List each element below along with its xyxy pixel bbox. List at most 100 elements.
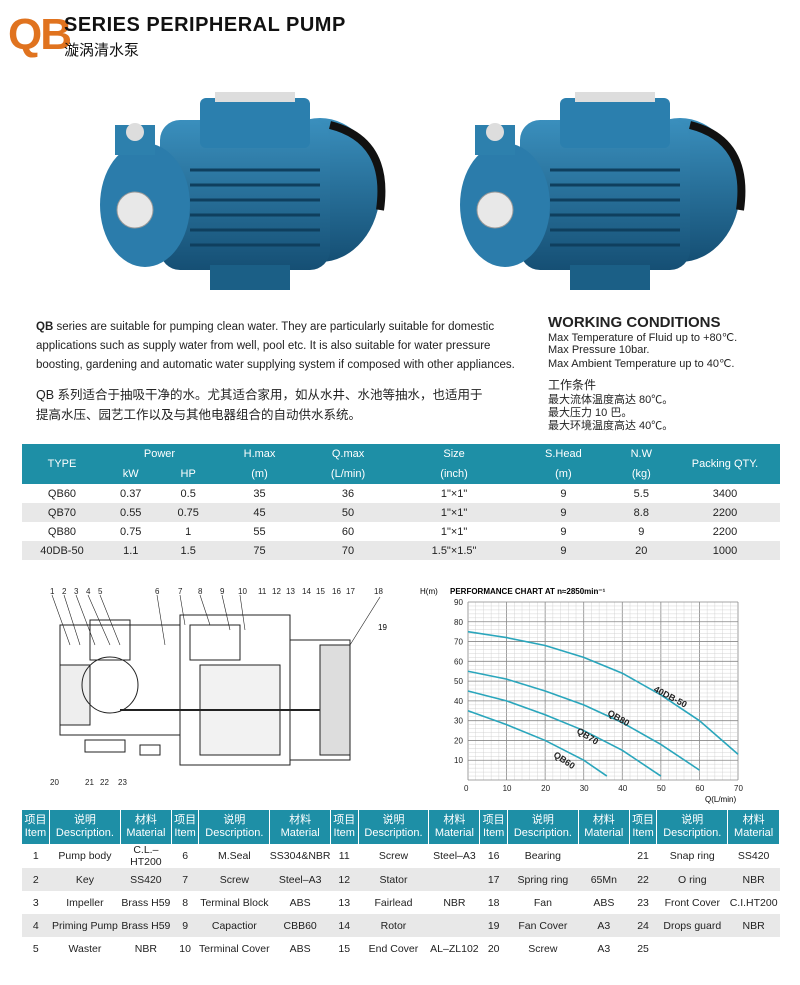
callout-9: 9 <box>220 587 225 596</box>
wc-cn-line-2: 最大压力 10 巴。 <box>548 407 633 419</box>
cell <box>728 937 780 960</box>
cell: 8.8 <box>612 503 670 522</box>
cell: 9 <box>514 541 613 560</box>
th-hmax: H.max <box>216 444 303 464</box>
cell: 17 <box>479 868 508 891</box>
cell: Snap ring <box>669 850 715 862</box>
callout-11: 11 <box>258 587 267 596</box>
cell: ABS <box>289 896 311 909</box>
cell: C.L.–HT200 <box>130 844 162 868</box>
cell: SS420 <box>120 868 172 891</box>
callout-14: 14 <box>302 587 311 596</box>
cell: NBR <box>727 914 780 937</box>
callout-20: 20 <box>50 778 59 787</box>
cell: Terminal Cover <box>199 942 270 955</box>
cell: SS304&NBR <box>269 850 331 862</box>
cell: 0.75 <box>120 525 142 538</box>
cell: ABS <box>593 896 615 909</box>
y-tick-label: 30 <box>454 717 463 726</box>
cell: Pump body <box>58 850 112 862</box>
cell: 2 <box>22 868 50 891</box>
cell: 8 <box>182 896 189 909</box>
cell: Fairlead <box>374 896 413 909</box>
cell: 65Mn <box>578 868 630 891</box>
desc-cn-line-2: 提高水压、园艺工作以及与其他电器组合的自动供水系统。 <box>36 408 362 422</box>
cell: CBB60 <box>269 914 331 937</box>
cell <box>428 868 480 891</box>
callout-15: 15 <box>316 587 325 596</box>
cell: 1 <box>32 850 39 862</box>
cell: NBR <box>727 868 780 891</box>
cell: Spring ring <box>507 868 579 891</box>
callout-6: 6 <box>155 587 160 596</box>
cell: 22 <box>629 868 657 891</box>
callout-21: 21 <box>85 778 94 787</box>
cell <box>657 937 728 960</box>
cell: 9 <box>560 487 567 500</box>
series-title: SERIES PERIPHERAL PUMP <box>64 14 346 36</box>
cell: 5.5 <box>633 487 649 500</box>
cell: 0.55 <box>102 503 160 522</box>
y-tick-label: 90 <box>454 598 463 607</box>
cell: 1000 <box>670 541 780 560</box>
series-line-QB80 <box>467 670 700 771</box>
callout-7: 7 <box>178 587 183 596</box>
cell: ABS <box>289 942 311 955</box>
cell: Stator <box>358 868 429 891</box>
cell: Screw <box>198 868 270 891</box>
cell: 19 <box>479 914 508 937</box>
cell <box>428 914 480 937</box>
cell: 40DB-50 <box>22 541 102 560</box>
th-shead-unit: (m) <box>514 464 613 484</box>
cell: 0.37 <box>120 487 142 500</box>
cell: Fan <box>533 896 552 909</box>
cell <box>578 844 629 868</box>
callout-22: 22 <box>100 778 109 787</box>
cell: QB60 <box>47 487 77 500</box>
x-tick-label: 60 <box>695 784 704 793</box>
cell: Screw <box>378 850 409 862</box>
x-tick-label: 50 <box>657 784 666 793</box>
x-tick-label: 70 <box>734 784 743 793</box>
th-hp: HP <box>159 464 217 484</box>
callout-1: 1 <box>50 587 55 596</box>
th-qmax-unit: (L/min) <box>302 464 394 484</box>
cell: 12 <box>330 868 359 891</box>
callout-2: 2 <box>62 587 67 596</box>
spec-table: TYPE Power H.max Q.max Size S.Head N.W P… <box>22 444 780 560</box>
wc-cn-line-3: 最大环境温度高达 40℃。 <box>548 420 674 432</box>
y-tick-label: 70 <box>454 638 463 647</box>
cell: 35 <box>253 487 266 500</box>
cell: 21 <box>637 850 649 862</box>
callout-18: 18 <box>374 587 383 596</box>
y-tick-label: 10 <box>454 756 463 765</box>
th-packing: Packing QTY. <box>670 444 780 484</box>
wc-line-3: Max Ambient Temperature up to 40℃. <box>548 358 735 370</box>
cell: 0.5 <box>180 487 196 500</box>
cell: Capactior <box>198 914 270 937</box>
cell: Drops guard <box>656 914 728 937</box>
cell: 1.5"×1.5" <box>393 541 515 560</box>
cell: 3400 <box>712 487 738 500</box>
callout-5: 5 <box>98 587 103 596</box>
cell: 20 <box>487 942 500 955</box>
chinese-title: 漩涡清水泵 <box>64 42 140 59</box>
x-tick-label: 0 <box>464 784 469 793</box>
cell: NBR <box>443 896 466 909</box>
cell: M.Seal <box>218 850 251 862</box>
callout-8: 8 <box>198 587 203 596</box>
x-tick-label: 30 <box>580 784 589 793</box>
cell: Steel–A3 <box>269 868 331 891</box>
working-conditions-title: WORKING CONDITIONS <box>548 314 721 331</box>
wc-cn-line-1: 最大流体温度高达 80℃。 <box>548 394 674 406</box>
